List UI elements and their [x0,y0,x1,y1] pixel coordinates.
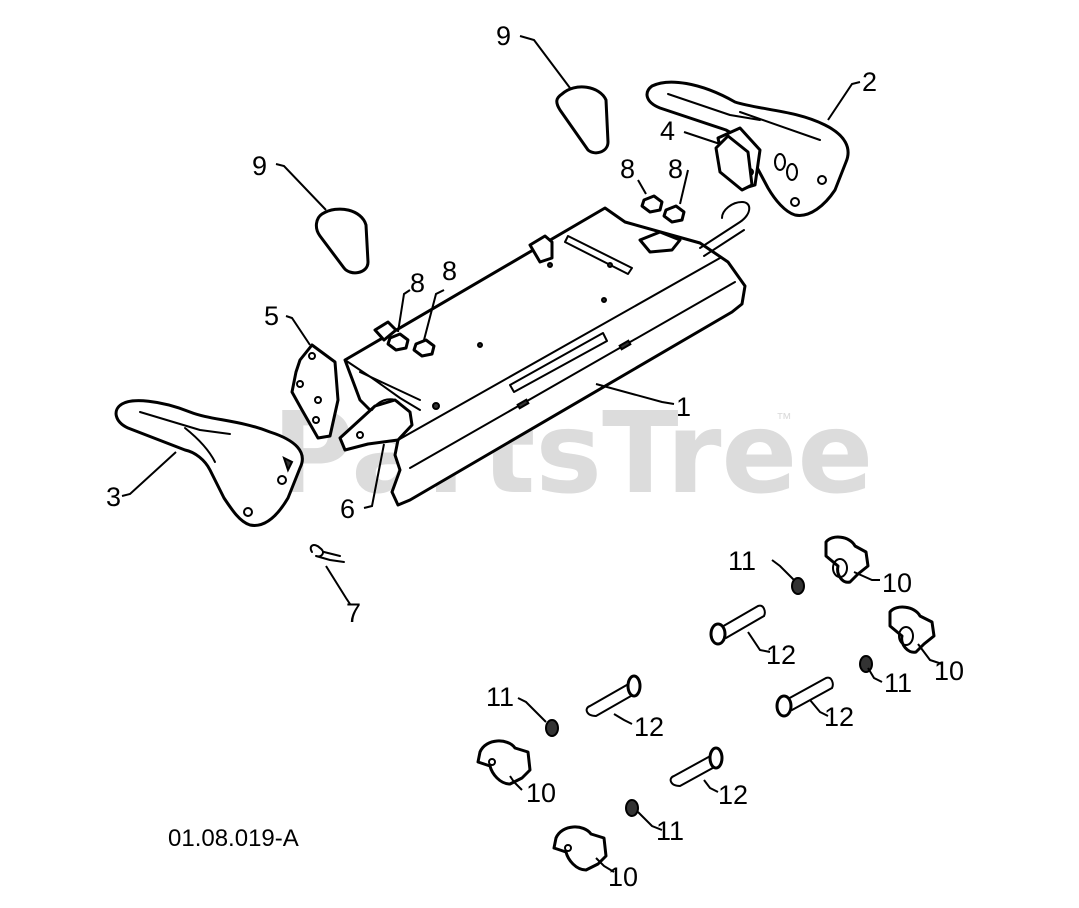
callout-10-a: 10 [882,568,912,598]
callout-8-c: 8 [410,268,425,298]
callout-12-a: 12 [766,640,796,670]
watermark-trademark: ™ [776,411,792,428]
callout-8-a: 8 [620,154,635,184]
callout-11-b: 11 [884,668,912,698]
nut-part [386,194,686,358]
callout-11-a: 11 [728,546,756,576]
callout-10-d: 10 [608,862,638,892]
callout-7: 7 [346,598,361,628]
callout-6: 6 [340,494,355,524]
pin-part [585,604,834,787]
lever-part [338,398,414,452]
callout-10-b: 10 [934,656,964,686]
callout-11-c: 11 [486,682,514,712]
callout-10-c: 10 [526,778,556,808]
callout-5: 5 [264,301,279,331]
leader-lines [121,35,943,873]
callout-2: 2 [862,67,877,97]
document-id: 01.08.019-A [168,825,299,852]
grip-part [314,85,610,275]
callout-12-b: 12 [824,702,854,732]
main-frame-part [343,201,751,507]
right-handle-part [645,80,850,217]
knob-part [476,535,936,872]
clip-part [309,544,345,563]
washer-part [545,577,873,817]
callout-1: 1 [676,392,691,422]
callout-4: 4 [660,116,675,146]
callout-9-left: 9 [252,151,267,181]
watermark-text: PartsTree [272,389,873,519]
left-handle-part [114,399,304,527]
right-bracket-part [714,134,754,192]
callout-11-d: 11 [656,816,684,846]
callout-12-c: 12 [634,712,664,742]
callout-8-b: 8 [668,154,683,184]
callout-9-top: 9 [496,21,511,51]
callout-3: 3 [106,482,121,512]
left-bracket-part [290,343,340,440]
callout-8-d: 8 [442,256,457,286]
callout-12-d: 12 [718,780,748,810]
